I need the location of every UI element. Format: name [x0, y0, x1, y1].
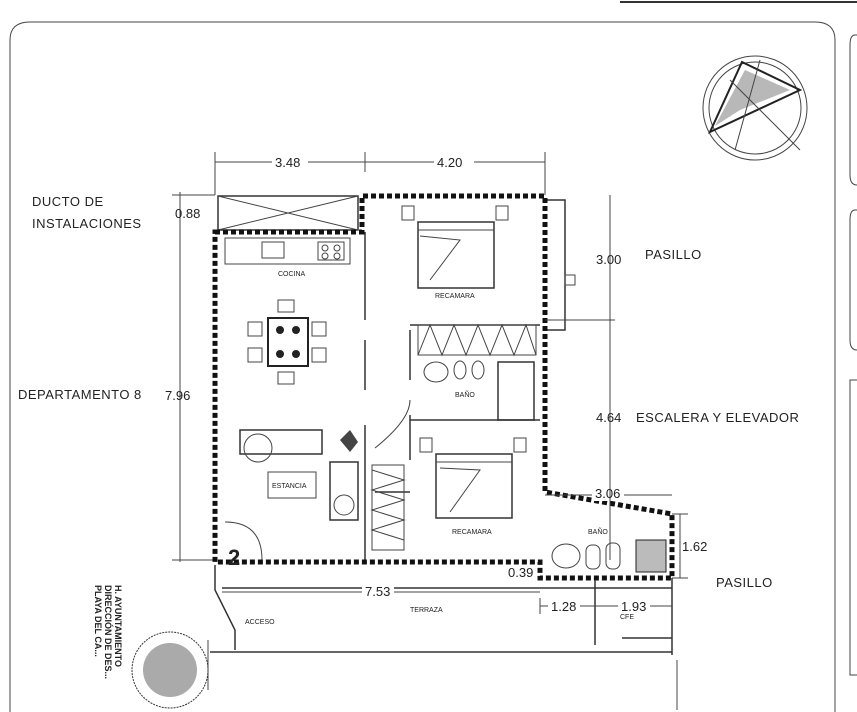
- ducto-de-instalaciones: [217, 195, 359, 231]
- title-panel-3: [849, 379, 857, 676]
- kitchen-counter: [224, 237, 351, 265]
- label-ducto-2: INSTALACIONES: [32, 216, 142, 231]
- bed-2-icon: [419, 437, 527, 519]
- dining-table-icon: [247, 299, 327, 385]
- label-pasillo-top: PASILLO: [645, 247, 702, 262]
- label-pasillo-bottom: PASILLO: [716, 575, 773, 590]
- dim-right-middle: 4.64: [596, 410, 621, 425]
- label-bano-2: BAÑO: [588, 527, 608, 536]
- dim-offset: 0.39: [508, 565, 533, 580]
- title-panel-1: [849, 34, 857, 186]
- dim-right-upper: 3.00: [596, 252, 621, 267]
- dim-ducto: 0.88: [175, 206, 200, 221]
- bathroom-2-fixtures: [551, 539, 667, 573]
- unit-number: 2: [228, 545, 240, 570]
- stamp-line-3: PLAYA DEL CA...: [93, 585, 103, 657]
- stamp-line-2: DIRECCIÓN DE DES...: [103, 585, 114, 679]
- bed-1-icon: [401, 205, 509, 289]
- municipal-stamp-text: H. AYUNTAMIENTO DIRECCIÓN DE DES... PLAY…: [93, 585, 123, 679]
- north-compass-icon: [702, 55, 808, 161]
- label-terraza: TERRAZA: [410, 607, 443, 614]
- closet-2-icon: [370, 464, 406, 551]
- dim-bath-height: 1.62: [682, 539, 707, 554]
- dim-top-right: 4.20: [437, 155, 462, 170]
- dim-step: 3.06: [595, 486, 620, 501]
- sheet-border: [9, 21, 836, 712]
- terraza-outline: [207, 565, 678, 710]
- label-estancia: ESTANCIA: [272, 483, 307, 490]
- seal-icon: [131, 631, 209, 709]
- dim-left-height: 7.96: [165, 388, 190, 403]
- label-cocina: COCINA: [278, 271, 306, 278]
- label-bano-1: BAÑO: [455, 390, 475, 399]
- label-ducto-1: DUCTO DE: [32, 194, 104, 209]
- bathroom-1-fixtures: [423, 360, 535, 421]
- closet-1-icon: [417, 323, 537, 357]
- label-departamento: DEPARTAMENTO 8: [18, 387, 142, 402]
- dim-top-left: 3.48: [275, 155, 300, 170]
- title-panel-2: [849, 209, 857, 351]
- sofa-icon: [239, 429, 359, 521]
- label-cfe: CFE: [620, 614, 634, 621]
- dim-cfe-right: 1.93: [621, 599, 646, 614]
- dim-cfe-left: 1.28: [551, 599, 576, 614]
- stamp-line-1: H. AYUNTAMIENTO: [113, 585, 123, 667]
- unit-outline: [212, 193, 675, 581]
- top-dimension: [214, 152, 546, 195]
- dim-terraza-width: 7.53: [365, 584, 390, 599]
- label-acceso: ACCESO: [245, 619, 275, 626]
- label-recamara-2: RECAMARA: [452, 529, 492, 536]
- label-recamara-1: RECAMARA: [435, 293, 475, 300]
- label-escalera: ESCALERA Y ELEVADOR: [636, 410, 799, 425]
